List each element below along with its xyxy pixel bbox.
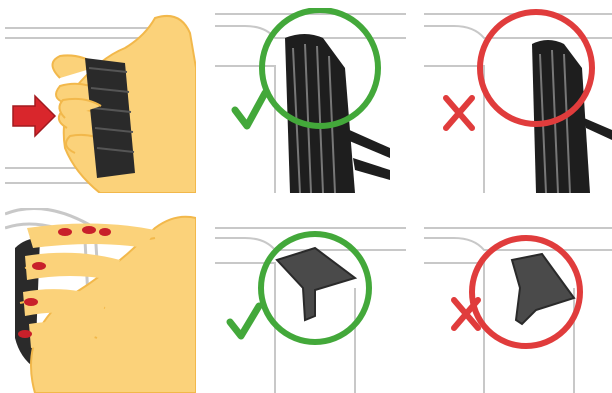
gasket-lip-profile [277,248,355,320]
instruction-panel-press-gasket [5,8,196,193]
incorrect-lip-panel [424,208,612,393]
gasket-lip-profile [512,254,574,324]
instruction-panel-press-lip [5,208,196,393]
correct-lip-panel [215,208,406,393]
correct-gasket-panel [215,8,406,193]
incorrect-gasket-panel [424,8,612,193]
hand-illustration [20,217,196,393]
gasket-cross-section [532,40,612,193]
push-arrow-icon [13,96,55,136]
